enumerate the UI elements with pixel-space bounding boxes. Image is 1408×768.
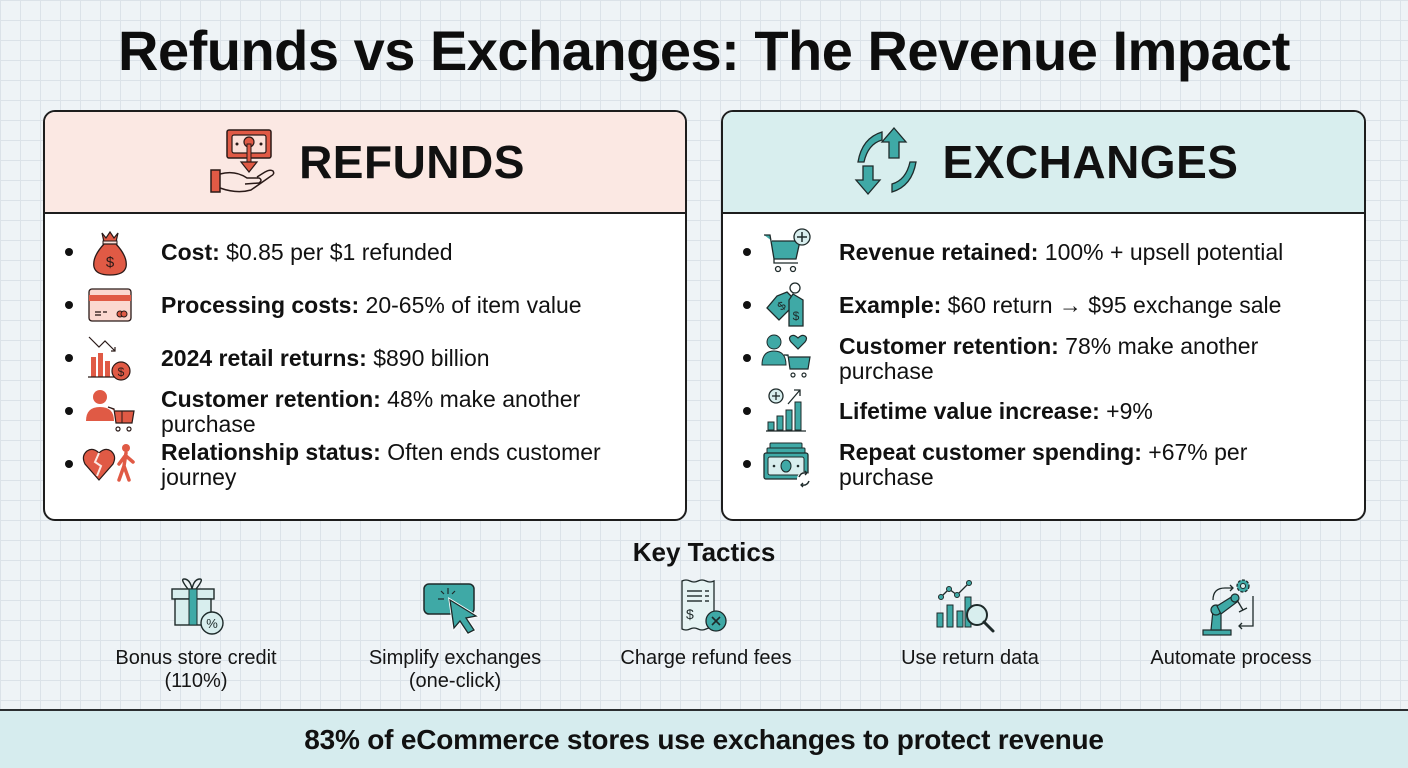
- hand-money-down-icon: [205, 124, 281, 200]
- list-item: $ Cost: $0.85 per $1 refunded: [45, 226, 685, 279]
- tactic-bonus-credit: % Bonus store credit (110%): [86, 575, 306, 693]
- robot-arm-gear-icon: [1121, 575, 1341, 639]
- list-item: Relationship status: Often ends customer…: [45, 438, 685, 491]
- bullet: [65, 407, 73, 415]
- chart-magnifier-icon: [860, 575, 1080, 639]
- tactic-label: Automate process: [1150, 647, 1312, 669]
- bullet: [743, 354, 751, 362]
- tactic-label: Bonus store credit (110%): [115, 647, 277, 692]
- price-tags-icon: $ $: [759, 279, 817, 331]
- list-item: Customer retention: 48% make another pur…: [45, 385, 685, 438]
- money-bag-icon: $: [81, 226, 139, 278]
- list-item: $ 2024 retail returns: $890 billion: [45, 332, 685, 385]
- list-item: Repeat customer spending: +67% per purch…: [723, 438, 1364, 491]
- gift-percent-icon: %: [86, 575, 306, 639]
- refunds-panel: REFUNDS $ Cost: $0.85 per $1 refunded: [43, 110, 687, 521]
- svg-text:$: $: [793, 309, 800, 323]
- credit-card-icon: [81, 279, 139, 331]
- footer-banner: 83% of eCommerce stores use exchanges to…: [0, 709, 1408, 768]
- cart-plus-icon: [759, 226, 817, 278]
- bullet: [65, 301, 73, 309]
- svg-text:%: %: [206, 616, 218, 631]
- item-text: Customer retention: 48% make another pur…: [161, 386, 581, 437]
- one-click-button-icon: [345, 575, 565, 639]
- item-text: Repeat customer spending: +67% per purch…: [839, 439, 1248, 490]
- bullet: [743, 248, 751, 256]
- tactic-label: Use return data: [901, 647, 1039, 669]
- refunds-header: REFUNDS: [45, 112, 685, 214]
- receipt-cancel-icon: $: [596, 575, 816, 639]
- tactics-heading: Key Tactics: [632, 537, 776, 567]
- footer-text: 83% of eCommerce stores use exchanges to…: [304, 723, 1104, 755]
- broken-heart-walking-icon: [81, 438, 139, 490]
- list-item: Customer retention: 78% make another pur…: [723, 332, 1364, 385]
- item-text: Customer retention: 78% make another pur…: [839, 333, 1259, 384]
- list-item: Lifetime value increase: +9%: [723, 385, 1364, 438]
- svg-text:$: $: [106, 254, 115, 271]
- tactic-simplify-exchanges: Simplify exchanges (one-click): [345, 575, 565, 693]
- exchanges-heading: EXCHANGES: [942, 136, 1239, 188]
- list-item: Revenue retained: 100% + upsell potentia…: [723, 226, 1364, 279]
- cash-cycle-icon: [759, 438, 817, 490]
- svg-text:$: $: [686, 606, 694, 622]
- exchange-arrows-icon: [849, 124, 925, 200]
- bullet: [65, 248, 73, 256]
- person-heart-cart-icon: [759, 332, 817, 384]
- item-text: Revenue retained: 100% + upsell potentia…: [839, 239, 1284, 265]
- declining-chart-dollar-icon: $: [81, 332, 139, 384]
- refunds-heading: REFUNDS: [299, 136, 525, 188]
- item-text: Relationship status: Often ends customer…: [161, 439, 601, 490]
- tactic-refund-fees: $ Charge refund fees: [596, 575, 816, 670]
- tactic-return-data: Use return data: [860, 575, 1080, 670]
- exchanges-panel: EXCHANGES Revenue retained: 100% + upsel…: [721, 110, 1366, 521]
- tactic-label: Charge refund fees: [620, 647, 792, 669]
- item-text: Example: $60 return → $95 exchange sale: [839, 292, 1282, 318]
- exchanges-list: Revenue retained: 100% + upsell potentia…: [723, 214, 1364, 491]
- tactic-automate: Automate process: [1121, 575, 1341, 670]
- growth-chart-icon: [759, 385, 817, 437]
- bullet: [743, 407, 751, 415]
- item-text: 2024 retail returns: $890 billion: [161, 345, 490, 371]
- bullet: [65, 354, 73, 362]
- tactic-label: Simplify exchanges (one-click): [368, 647, 542, 692]
- bullet: [65, 460, 73, 468]
- bullet: [743, 460, 751, 468]
- item-text: Cost: $0.85 per $1 refunded: [161, 239, 453, 265]
- item-text: Lifetime value increase: +9%: [839, 398, 1153, 424]
- exchanges-header: EXCHANGES: [723, 112, 1364, 214]
- person-cart-icon: [81, 385, 139, 437]
- list-item: $ $ Example: $60 return → $95 exchange s…: [723, 279, 1364, 332]
- refunds-list: $ Cost: $0.85 per $1 refunded Processing…: [45, 214, 685, 491]
- item-text: Processing costs: 20-65% of item value: [161, 292, 582, 318]
- svg-text:$: $: [118, 365, 125, 379]
- page-title: Refunds vs Exchanges: The Revenue Impact: [118, 19, 1290, 82]
- list-item: Processing costs: 20-65% of item value: [45, 279, 685, 332]
- bullet: [743, 301, 751, 309]
